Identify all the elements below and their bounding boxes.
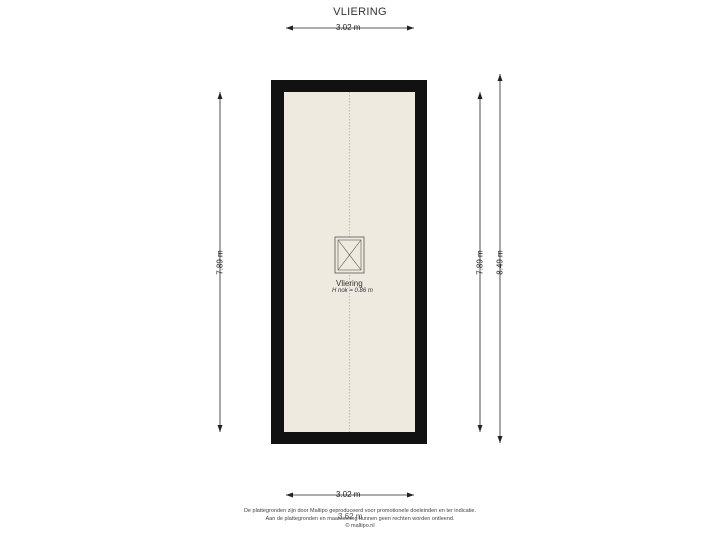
floor-title: VLIERING [333,6,387,18]
dimension-label-right-outer: 8.49 m [495,250,505,275]
room-name: Vliering [336,279,363,288]
disclaimer: De plattegronden zijn door Maltipo gepro… [0,508,720,531]
dimension-label-left: 7.89 m [215,250,225,275]
disclaimer-line-1: De plattegronden zijn door Maltipo gepro… [243,508,477,514]
roof-hatch-icon [334,236,365,274]
dimension-label-bottom-inner: 3.62 m [338,512,363,521]
room-ridge-height: H nok = 0.86 m [332,288,373,294]
disclaimer-line-3: © maltipo.nl [345,523,375,529]
disclaimer-line-2: Aan de plattegronden en maatvoering kunn… [265,515,455,522]
dimension-label-top: 3.02 m [336,23,361,32]
dimension-label-right-inner: 7.89 m [475,250,485,275]
dimension-label-bottom: 3.02 m [336,490,361,499]
